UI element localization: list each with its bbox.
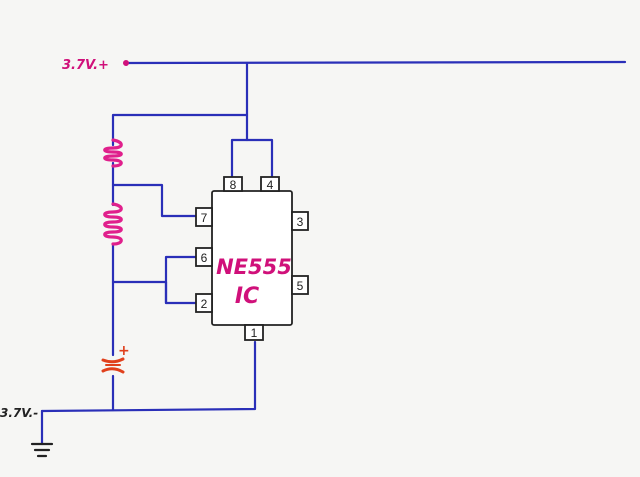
pin1-box <box>244 324 264 341</box>
pin4-box <box>260 176 280 192</box>
pin2-wire <box>164 280 198 305</box>
gnd-label: 3.7V.- <box>0 406 38 420</box>
capacitor-polarity-label: + <box>118 343 130 359</box>
pin3-box <box>291 211 309 231</box>
pin6-wire <box>164 255 198 305</box>
pin5-box <box>291 275 309 295</box>
ic-sub-label: IC <box>235 284 259 309</box>
ne555-ic <box>195 176 309 341</box>
vcc-terminal-dot <box>123 60 129 66</box>
pin7-label: 7 <box>201 211 208 225</box>
resistor-r2 <box>103 202 123 246</box>
pin2-box <box>195 293 213 313</box>
vcc-label: 3.7V.+ <box>62 58 109 73</box>
pin3-label: 3 <box>297 215 304 229</box>
capacitor <box>101 357 125 374</box>
pin8-pin4-bridge-wire <box>230 138 274 180</box>
pin4-label: 4 <box>267 178 274 192</box>
wires <box>40 60 627 446</box>
pin8-label: 8 <box>230 178 237 192</box>
pin6-box <box>195 247 213 267</box>
pin8-box <box>223 176 243 192</box>
vcc-rail-wire <box>126 60 627 65</box>
pin6-label: 6 <box>201 251 208 265</box>
ground-rail-wire <box>40 340 257 413</box>
ic-name-label: NE555 <box>216 255 292 279</box>
ground-symbol <box>30 442 54 458</box>
resistor-r1 <box>103 138 123 168</box>
resistor-top-wire <box>111 113 249 147</box>
pin7-box <box>195 207 213 227</box>
pin7-discharge-wire <box>111 183 198 218</box>
pin2-label: 2 <box>201 297 208 311</box>
pin1-label: 1 <box>251 326 258 340</box>
pin5-label: 5 <box>297 279 304 293</box>
